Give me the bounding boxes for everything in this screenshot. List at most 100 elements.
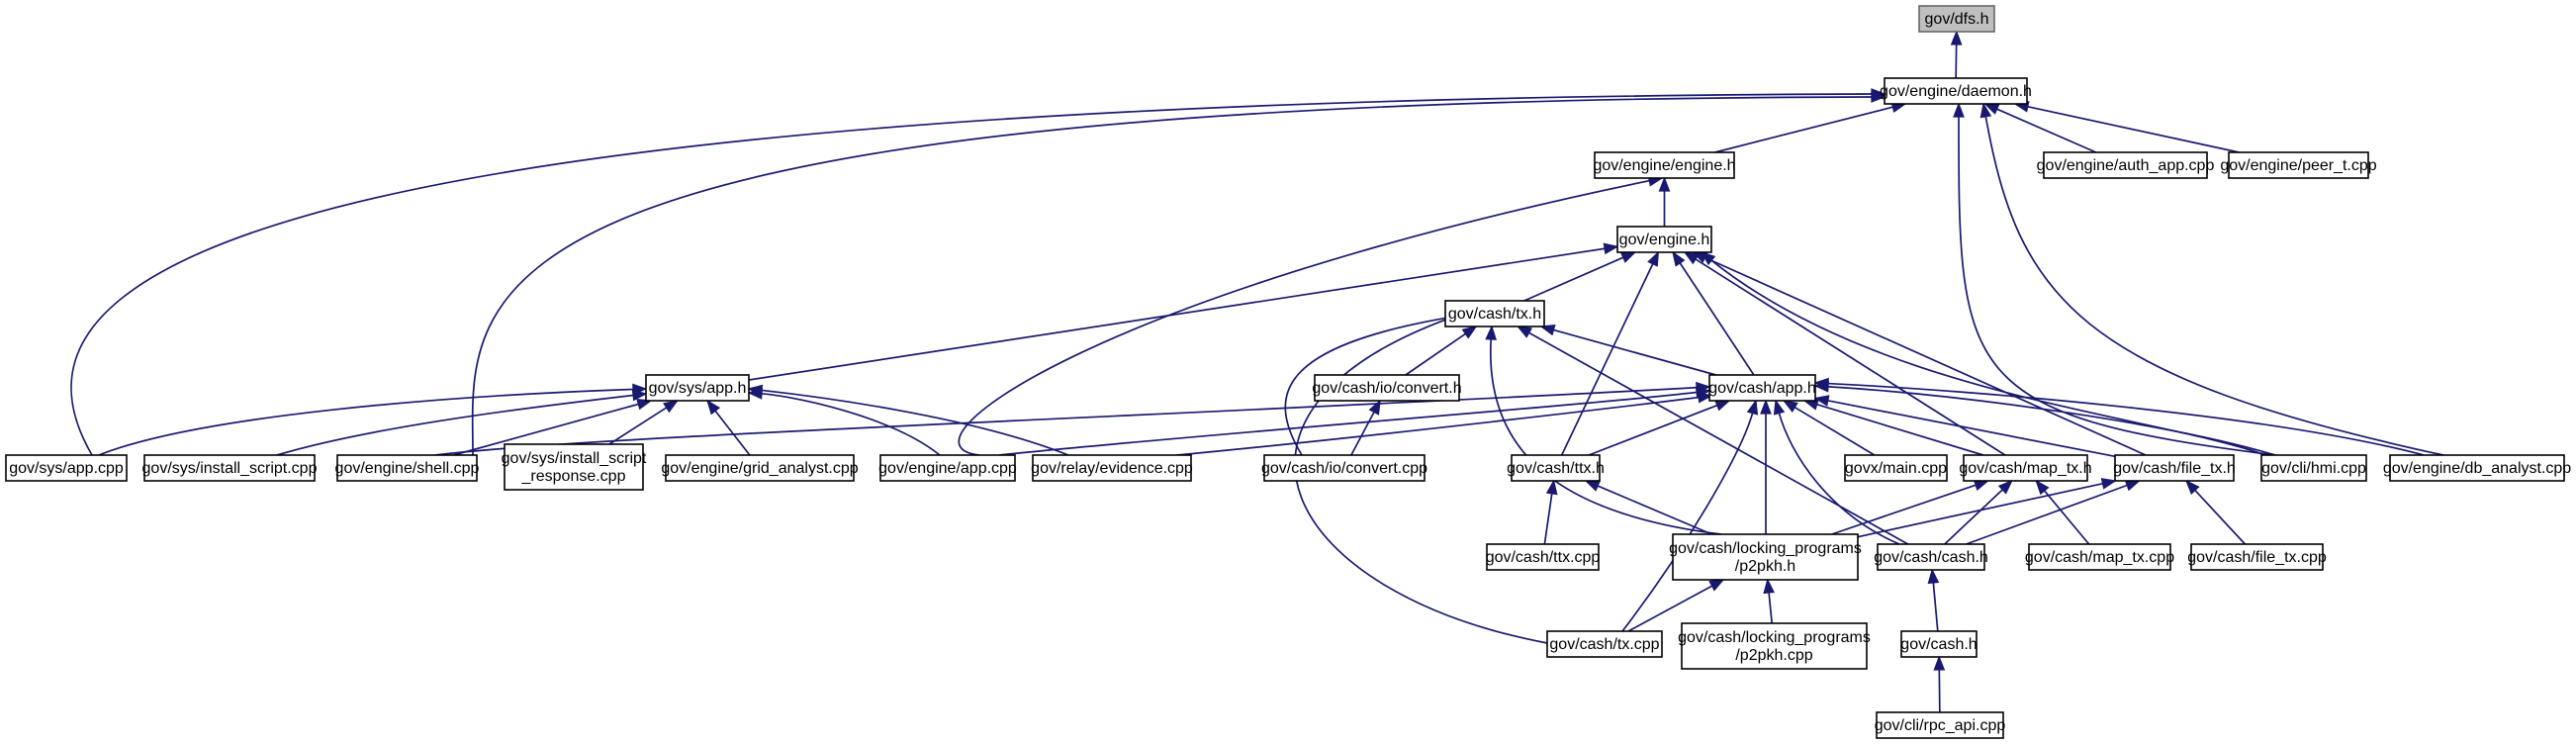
node-box[interactable] (2190, 543, 2324, 571)
node-engine_app_cpp[interactable]: gov/engine/app.cpp (878, 454, 1017, 482)
edge-daemon_h-to-dfs_h (1950, 30, 1963, 79)
node-p2pkh_h[interactable]: gov/cash/locking_programs/p2pkh.h (1669, 533, 1862, 581)
node-cash_cash_h[interactable]: gov/cash/cash.h (1874, 543, 1988, 571)
node-map_tx_h[interactable]: gov/cash/map_tx.h (1959, 454, 2092, 482)
node-cash_app_h[interactable]: gov/cash/app.h (1708, 374, 1816, 402)
node-engine_engine_h[interactable]: gov/engine/engine.h (1593, 151, 1736, 179)
node-box[interactable] (1594, 151, 1735, 179)
node-box[interactable] (1314, 374, 1460, 402)
edge-line (1768, 591, 1774, 624)
arrow-head (1714, 400, 1731, 412)
edge-layer (70, 30, 2444, 713)
node-auth_app_cpp[interactable]: gov/engine/auth_app.cpp (2037, 151, 2215, 179)
node-label: gov/cash.h (1900, 636, 1977, 653)
node-box[interactable] (1884, 77, 2028, 105)
edge-engine_app_cpp-to-sys_app_h (747, 388, 941, 456)
node-io_convert_cpp[interactable]: gov/cash/io/convert.cpp (1261, 454, 1427, 482)
node-box[interactable] (1844, 454, 1948, 482)
arrow-head (1813, 395, 1830, 407)
node-box[interactable] (143, 454, 316, 482)
edge-line (1596, 484, 1712, 535)
node-box[interactable] (1616, 226, 1712, 253)
node-install_script_cpp[interactable]: gov/sys/install_script.cpp (142, 454, 318, 482)
node-engine_h[interactable]: gov/engine.h (1616, 226, 1712, 253)
edge-engine_engine_h-to-daemon_h (1714, 101, 1907, 153)
node-shell_cpp[interactable]: gov/engine/shell.cpp (335, 454, 480, 482)
node-box[interactable] (1032, 454, 1192, 482)
node-evidence_cpp[interactable]: gov/relay/evidence.cpp (1031, 454, 1193, 482)
node-label: /p2pkh.cpp (1735, 647, 1812, 664)
node-box[interactable] (2389, 454, 2565, 482)
node-box[interactable] (1546, 630, 1663, 658)
node-db_analyst_cpp[interactable]: gov/engine/db_analyst.cpp (2383, 454, 2571, 482)
node-box[interactable] (1672, 533, 1859, 581)
node-p2pkh_cpp[interactable]: gov/cash/locking_programs/p2pkh.cpp (1678, 622, 1871, 670)
node-install_script_response_cpp[interactable]: gov/sys/install_script_response.cpp (502, 443, 647, 491)
node-ttx_cpp[interactable]: gov/cash/ttx.cpp (1486, 543, 1601, 571)
edge-line (2193, 489, 2247, 545)
edge-file_tx_h-to-cash_app_h (1813, 395, 2116, 458)
node-box[interactable] (1486, 543, 1600, 571)
node-daemon_h[interactable]: gov/engine/daemon.h (1880, 77, 2032, 105)
arrow-head (1647, 250, 1660, 267)
node-box[interactable] (1511, 454, 1601, 482)
node-grid_analyst_cpp[interactable]: gov/engine/grid_analyst.cpp (661, 454, 859, 482)
node-file_tx_cpp[interactable]: gov/cash/file_tx.cpp (2187, 543, 2327, 571)
node-dfs_h[interactable]: gov/dfs.h (1918, 5, 1995, 33)
node-gov_cash_h[interactable]: gov/cash.h (1900, 630, 1978, 658)
node-box[interactable] (665, 454, 855, 482)
node-sys_app_cpp[interactable]: gov/sys/app.cpp (5, 454, 128, 482)
node-box[interactable] (2228, 151, 2369, 179)
node-label: gov/engine.h (1619, 232, 1710, 248)
node-box[interactable] (1900, 630, 1978, 658)
edge-line (471, 96, 1874, 456)
node-box[interactable] (1877, 543, 1985, 571)
edge-line (98, 388, 635, 456)
node-label: gov/engine/daemon.h (1880, 83, 2032, 100)
node-file_tx_h[interactable]: gov/cash/file_tx.h (2113, 454, 2236, 482)
node-box[interactable] (336, 454, 478, 482)
node-box[interactable] (879, 454, 1016, 482)
edge-cash_tx_h-to-engine_h (1523, 251, 1637, 302)
node-map_tx_cpp[interactable]: gov/cash/map_tx.cpp (2025, 543, 2174, 571)
node-sys_app_h[interactable]: gov/sys/app.h (645, 374, 750, 402)
edge-rpc_api_cpp-to-gov_cash_h (1933, 655, 1946, 713)
node-tx_cpp[interactable]: gov/cash/tx.cpp (1546, 630, 1663, 658)
node-io_convert_h[interactable]: gov/cash/io/convert.h (1312, 374, 1462, 402)
node-box[interactable] (1681, 622, 1868, 670)
edge-line (1794, 406, 1876, 456)
node-box[interactable] (2114, 454, 2235, 482)
edge-cash_cash_h-to-cash_tx_h (1516, 326, 1909, 545)
node-peer_t_cpp[interactable]: gov/engine/peer_t.cpp (2220, 151, 2377, 179)
node-box[interactable] (504, 443, 644, 491)
edge-p2pkh_h-to-cash_app_h (1760, 399, 1772, 534)
arrow-head (1700, 250, 1716, 266)
node-label: /p2pkh.h (1735, 558, 1795, 575)
node-box[interactable] (1444, 300, 1545, 327)
node-box[interactable] (1963, 454, 2088, 482)
edge-cash_cash_h-to-map_tx_h (1944, 479, 2013, 545)
node-box[interactable] (5, 454, 128, 482)
node-rpc_api_cpp[interactable]: gov/cli/rpc_api.cpp (1875, 711, 2006, 739)
node-ttx_h[interactable]: gov/cash/ttx.h (1507, 454, 1605, 482)
arrow-head (1485, 325, 1498, 340)
arrow-head (1871, 91, 1886, 103)
node-box[interactable] (1263, 454, 1426, 482)
arrow-head (663, 400, 680, 414)
node-hmi_cpp[interactable]: gov/cli/hmi.cpp (2260, 454, 2367, 482)
node-box[interactable] (645, 374, 750, 402)
node-box[interactable] (2043, 151, 2208, 179)
edge-tx_cpp-to-p2pkh_h (1627, 579, 1725, 632)
node-box[interactable] (2260, 454, 2367, 482)
edge-cash_cash_h-to-file_tx_h (1966, 480, 2142, 545)
node-box[interactable] (1918, 5, 1995, 33)
node-govx_main_cpp[interactable]: govx/main.cpp (1844, 454, 1948, 482)
node-box[interactable] (1876, 711, 2004, 739)
edge-map_tx_cpp-to-map_tx_h (2035, 479, 2090, 545)
node-cash_tx_h[interactable]: gov/cash/tx.h (1444, 300, 1545, 327)
arrow-head (1950, 30, 1963, 46)
node-box[interactable] (2028, 543, 2171, 571)
edge-cash_app_h-to-cash_tx_h (1539, 324, 1716, 376)
node-label: gov/cash/ttx.h (1507, 460, 1605, 477)
node-box[interactable] (1708, 374, 1816, 402)
